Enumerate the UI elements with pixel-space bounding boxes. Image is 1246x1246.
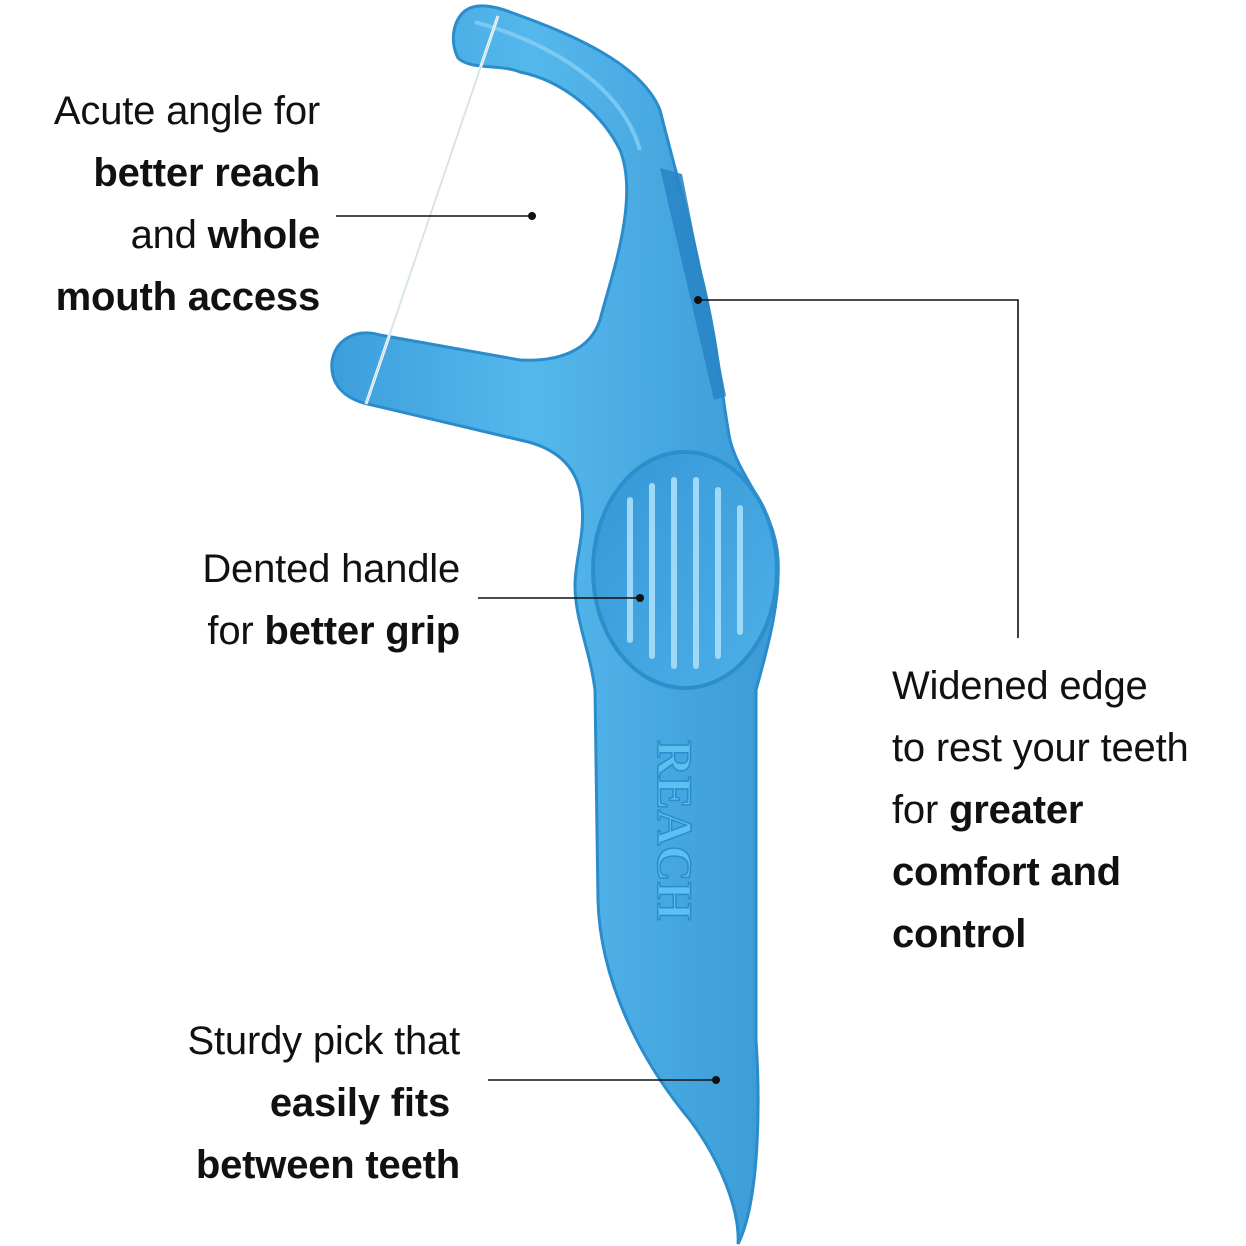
edge-line-3: for greater: [892, 788, 1084, 832]
leader-dots: [528, 212, 720, 1084]
widened-edge: [660, 168, 726, 400]
reach-line-1: Acute angle for: [53, 89, 320, 133]
reach-line-4: mouth access: [55, 275, 321, 319]
edge-line-1: Widened edge: [892, 664, 1148, 708]
reach-line-2: better reach: [93, 151, 320, 195]
callout-pick: Sturdy pick that easily fits between tee…: [120, 1010, 461, 1196]
top-arm-highlight: [474, 20, 642, 151]
callout-edge: Widened edge to rest your teeth for grea…: [892, 655, 1242, 965]
edge-line-5: control: [892, 912, 1027, 956]
dot-grip: [636, 594, 644, 602]
pick-line-2: easily fits: [269, 1081, 450, 1125]
callout-reach: Acute angle for better reach and whole m…: [20, 80, 320, 328]
pick-line-3: between teeth: [195, 1143, 460, 1187]
edge-line-4: comfort and: [892, 850, 1121, 894]
grip-ridges: [627, 477, 743, 669]
callout-grip: Dented handle for better grip: [150, 538, 460, 662]
grip-line-2: for better grip: [207, 609, 460, 653]
dot-pick: [712, 1076, 720, 1084]
dot-edge: [694, 296, 702, 304]
grip-oval: [591, 450, 779, 690]
leader-lines: [336, 215, 1019, 1081]
pick-line-1: Sturdy pick that: [187, 1019, 461, 1063]
brand-mark: REACH: [647, 740, 703, 921]
edge-line-2: to rest your teeth: [892, 726, 1189, 770]
reach-line-3: and whole: [130, 213, 321, 257]
dot-reach: [528, 212, 536, 220]
leader-edge: [698, 299, 1019, 638]
grip-line-1: Dented handle: [202, 547, 460, 591]
